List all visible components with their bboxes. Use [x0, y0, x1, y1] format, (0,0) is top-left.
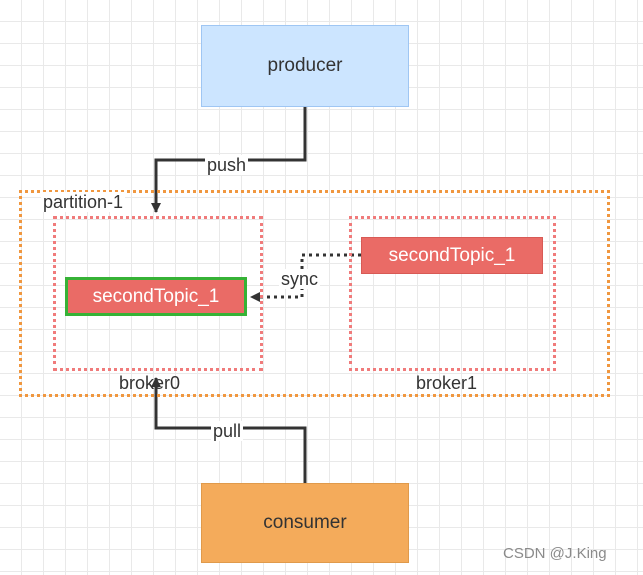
producer-node: producer [201, 25, 409, 107]
watermark: CSDN @J.King [503, 545, 607, 562]
consumer-node: consumer [201, 483, 409, 563]
sync-edge-label: sync [279, 269, 321, 289]
partition-container [19, 190, 610, 397]
broker1-container [349, 216, 556, 371]
broker1-label: broker1 [416, 373, 478, 393]
broker0-container [53, 216, 263, 371]
leader-topic-node: secondTopic_1 [65, 277, 247, 316]
consumer-label: consumer [263, 512, 347, 533]
pull-edge-label: pull [211, 421, 244, 441]
replica-topic-node: secondTopic_1 [361, 237, 543, 274]
partition-label: partition-1 [41, 192, 126, 212]
producer-label: producer [267, 55, 343, 76]
broker0-label: broker0 [119, 373, 181, 393]
replica-topic-label: secondTopic_1 [388, 244, 516, 266]
leader-topic-label: secondTopic_1 [92, 285, 220, 307]
push-edge-label: push [205, 155, 249, 175]
